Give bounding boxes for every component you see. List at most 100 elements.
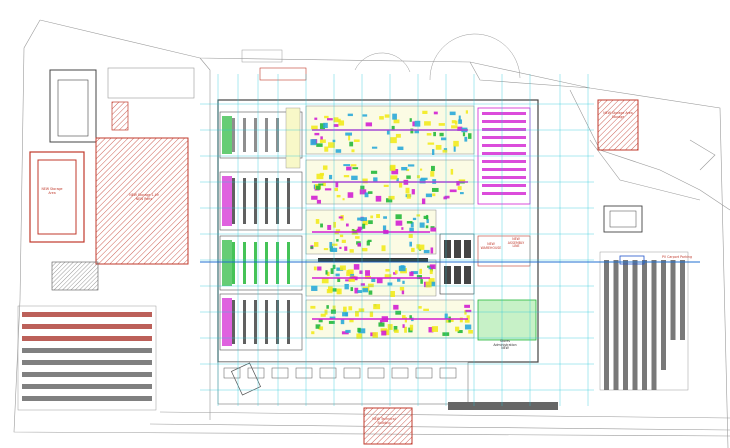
machine-mark [418,306,422,309]
small-hatch-west [111,101,129,131]
machine-mark [384,329,390,336]
machine-mark [404,317,407,323]
machine-mark [376,278,383,284]
machine-mark [327,224,332,230]
annex-rack [265,242,268,284]
site-boundary-lines [13,19,730,448]
machine-mark [342,312,348,317]
road-south [159,411,730,419]
rack-row [482,128,526,131]
machine-mark [428,278,435,284]
machine-mark [316,143,323,147]
machine-mark [326,305,329,309]
machine-mark [414,120,421,127]
machine-mark [318,318,323,323]
press-machine [464,266,471,284]
machine-mark [388,195,395,200]
machine-mark [395,310,402,315]
machine-mark [459,317,463,323]
machine-mark [376,214,380,219]
machine-mark [314,117,318,120]
machine-mark [323,248,329,251]
machine-mark [408,233,413,238]
machine-mark [357,226,363,230]
machine-mark [384,274,392,278]
pv-col-east [623,260,628,390]
tech-cell [367,367,385,379]
machine-mark [328,320,335,324]
machine-mark [445,319,451,323]
machine-mark [423,249,430,254]
machine-mark [335,229,341,233]
machine-mark [427,142,435,145]
rack-row [482,144,526,147]
machine-mark [425,281,432,288]
annex-rack [232,242,235,284]
north-label-box [259,67,307,81]
machine-mark [335,149,342,153]
machine-mark [341,331,349,335]
machine-mark [349,249,354,253]
storage-west-outer [29,151,85,243]
machine-mark [356,228,362,232]
machine-mark [310,139,317,146]
annex-accent [222,298,232,346]
machine-mark [381,245,386,252]
machine-mark [350,164,357,167]
machine-mark [409,227,414,232]
machine-mark [333,117,339,123]
roundabout-north [429,33,521,81]
machine-mark [365,122,373,127]
press-machine [464,240,471,258]
machine-mark [405,187,410,194]
south-parking-strip [448,402,558,410]
rack-row [482,184,526,187]
machine-mark [315,324,321,329]
pv-row-west [22,324,152,329]
machine-mark [319,326,324,331]
storage-mid-label: NEW Storage 1-49 NEW Parts [129,193,159,201]
arc-north [354,52,411,73]
machine-mark [390,175,398,180]
site-boundary-west [13,19,730,437]
machine-mark [425,193,432,198]
machine-mark [329,316,336,320]
machine-mark [348,306,353,311]
machine-mark [402,280,405,284]
annex-yellow-strip [285,107,301,169]
machine-mark [390,137,397,144]
machine-mark [335,273,340,277]
pv-panel-rows [17,205,689,411]
rack-row [482,152,526,155]
machine-mark [362,220,368,226]
machine-mark [402,324,405,328]
machine-mark [380,328,388,332]
rack-row [482,168,526,171]
machine-mark [451,120,456,124]
office-wing [477,299,537,341]
machine-mark [336,288,341,295]
machine-mark [393,272,397,275]
machine-mark [357,217,363,221]
center-building-label: NEW WAREHOUSE [480,242,502,250]
machine-mark [311,195,318,200]
machine-mark [410,128,414,134]
machine-mark [390,291,395,297]
annex-rack [287,242,290,284]
machine-mark [426,219,429,224]
machine-mark [356,333,363,339]
annex-rack [287,178,290,224]
machine-mark [406,168,410,172]
machine-mark [430,281,436,287]
machine-mark [330,309,336,314]
machine-mark [353,264,360,270]
machine-mark [360,185,365,190]
machine-mark [458,119,463,124]
machine-mark [348,269,354,275]
machine-mark [383,184,389,187]
machine-mark [391,125,395,131]
machine-mark [357,290,363,293]
machine-mark [464,319,470,323]
machine-mark [409,118,412,122]
